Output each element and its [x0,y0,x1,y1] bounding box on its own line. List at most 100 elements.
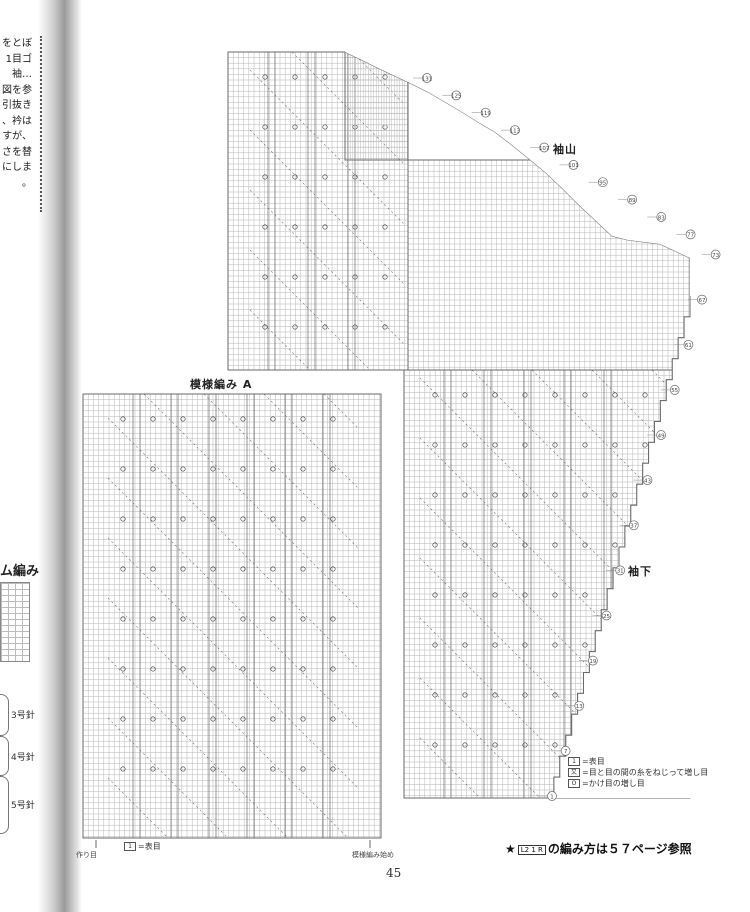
yarn-over-mark [300,616,306,622]
yarn-over-mark [432,542,438,548]
yarn-over-mark [462,742,468,748]
yarn-over-mark [522,442,528,448]
yarn-over-mark [582,392,588,398]
pattern-a-motifs [120,416,336,772]
yarn-over-mark [382,174,388,180]
left-page-heading: ム編み [0,564,40,579]
sleeve-cap-mask [345,40,750,296]
yarn-over-mark [300,516,306,522]
page-number: 45 [386,866,402,880]
pattern-a-grid [82,393,382,839]
yarn-over-mark [262,174,268,180]
yarn-over-mark [612,542,618,548]
yarn-over-mark [432,742,438,748]
yarn-over-mark [120,466,126,472]
yarn-over-mark [582,592,588,598]
row-callout-number: 83 [658,215,665,221]
yarn-over-mark [240,666,246,672]
yarn-over-mark [240,466,246,472]
yarn-over-mark [270,466,276,472]
yarn-over-mark [292,274,298,280]
knit-symbol-icon: 1 [124,842,136,851]
yarn-over-mark [432,442,438,448]
yarn-over-mark [432,492,438,498]
yarn-over-mark [300,466,306,472]
yarn-over-mark [582,492,588,498]
pattern-a-grid-frame [82,393,382,839]
yarn-over-mark [612,392,618,398]
yarn-over-mark [522,742,528,748]
pattern-start-note: 模様編み始め [352,851,394,859]
row-callout-circle [642,475,653,485]
row-callout-number: 49 [658,433,665,439]
left-text-line: 、衿は [2,115,32,127]
yarn-over-mark [432,392,438,398]
yarn-over-mark [240,616,246,622]
row-callout-number: 131 [422,76,433,82]
row-callout-number: 77 [687,233,694,239]
yarn-over-symbol-icon: O [568,779,580,788]
yarn-over-mark [432,592,438,598]
yarn-over-mark [210,616,216,622]
yarn-over-mark [330,666,336,672]
row-callout-circle [685,229,696,240]
sleeve-legend: 1=表目 又=目と目の間の糸をねじって増し目 O=かけ目の増し目 [568,756,708,789]
yarn-over-mark [492,642,498,648]
yarn-over-mark [322,74,328,80]
row-callout-number: 67 [699,298,706,304]
yarn-over-mark [120,716,126,722]
yarn-over-mark [322,274,328,280]
yarn-over-mark [240,566,246,572]
yarn-over-mark [240,766,246,772]
yarn-over-mark [642,442,648,448]
sleeve-cap-label: 袖山 [553,143,577,156]
yarn-over-mark [292,324,298,330]
yarn-over-mark [330,716,336,722]
row-callout-number: 101 [568,163,579,169]
yarn-over-mark [462,392,468,398]
yarn-over-mark [492,392,498,398]
yarn-over-mark [382,274,388,280]
yarn-over-mark [270,616,276,622]
yarn-over-mark [330,616,336,622]
yarn-over-mark [322,124,328,130]
row-callout-number: 31 [617,569,624,575]
yarn-over-mark [240,416,246,422]
yarn-over-mark [180,716,186,722]
sleeve-upper-motifs [262,74,388,330]
yarn-over-mark [552,392,558,398]
yarn-over-mark [180,416,186,422]
cable-column [322,393,331,839]
book-gutter-shadow [38,0,82,912]
yarn-over-mark [492,692,498,698]
row-callout-circle [710,249,721,260]
cable-column [208,393,217,839]
yarn-over-mark [262,74,268,80]
cable-column [443,369,452,799]
row-callout-circle [628,520,639,531]
left-text-line: さを替 [2,146,32,158]
row-callout-number: 61 [685,343,692,349]
cable-column [307,51,316,371]
pattern-a-title: 模様編み A [190,378,253,391]
yarn-over-mark [120,616,126,622]
left-text-line: 1目ゴ [5,53,32,65]
yarn-over-mark [210,466,216,472]
sleeve-upper-grid-frame [227,51,409,371]
yarn-over-mark [210,716,216,722]
twist-increase-symbol-icon: 又 [568,768,580,777]
legend-row-yarn-over: O=かけ目の増し目 [568,778,708,789]
row-callout-circle [697,294,707,305]
yarn-over-mark [150,716,156,722]
yarn-over-mark [612,492,618,498]
row-callout-number: 7 [564,749,568,755]
yarn-over-mark [292,124,298,130]
legend-row-knit: 1=表目 [568,756,708,767]
yarn-over-mark [300,766,306,772]
row-callout-circle [683,339,694,350]
row-callout-circle [574,700,585,711]
yarn-over-mark [270,716,276,722]
yarn-over-mark [120,416,126,422]
yarn-over-mark [150,666,156,672]
